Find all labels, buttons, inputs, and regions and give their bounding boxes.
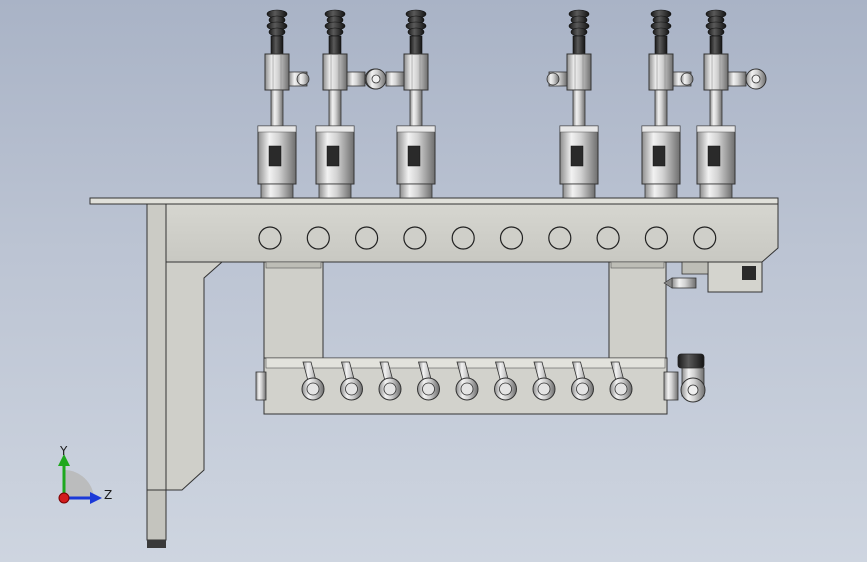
suction-units	[257, 9, 767, 199]
mounting-hole	[548, 226, 572, 250]
suction-cup-unit	[696, 9, 767, 199]
mounting-holes	[258, 226, 717, 250]
mounting-hole	[596, 226, 620, 250]
vertical-bracket	[146, 203, 224, 548]
mounting-hole	[403, 226, 427, 250]
manifold-port	[455, 361, 479, 401]
mounting-hole	[258, 226, 282, 250]
y-axis-label: Y	[59, 444, 68, 458]
manifold-port	[417, 361, 440, 401]
mounting-hole	[355, 226, 379, 250]
top-mounting-plate	[89, 197, 779, 263]
manifold-ports	[301, 361, 633, 401]
suction-cup-unit	[365, 9, 436, 199]
mounting-hole	[693, 226, 717, 250]
z-axis-label: Z	[104, 488, 112, 502]
elbow-fitting	[677, 353, 706, 403]
suction-cup-unit	[641, 9, 694, 199]
support-blocks	[263, 261, 667, 359]
manifold-port	[609, 361, 633, 401]
manifold-port	[301, 361, 325, 401]
mounting-hole	[306, 226, 330, 250]
axis-triad: Y Z	[58, 444, 112, 504]
suction-cup-unit	[546, 9, 599, 199]
mounting-hole	[644, 226, 669, 250]
x-axis-dot	[58, 492, 70, 504]
manifold-port	[340, 361, 363, 401]
mounting-hole	[451, 226, 475, 250]
manifold-port	[494, 361, 517, 401]
manifold-port	[378, 361, 402, 401]
manifold-port	[571, 361, 594, 401]
suction-cup-unit	[315, 9, 386, 199]
mounting-hole	[499, 226, 524, 250]
suction-cup-unit	[257, 9, 310, 199]
manifold-port	[532, 361, 556, 401]
side-valve-block	[663, 261, 763, 293]
